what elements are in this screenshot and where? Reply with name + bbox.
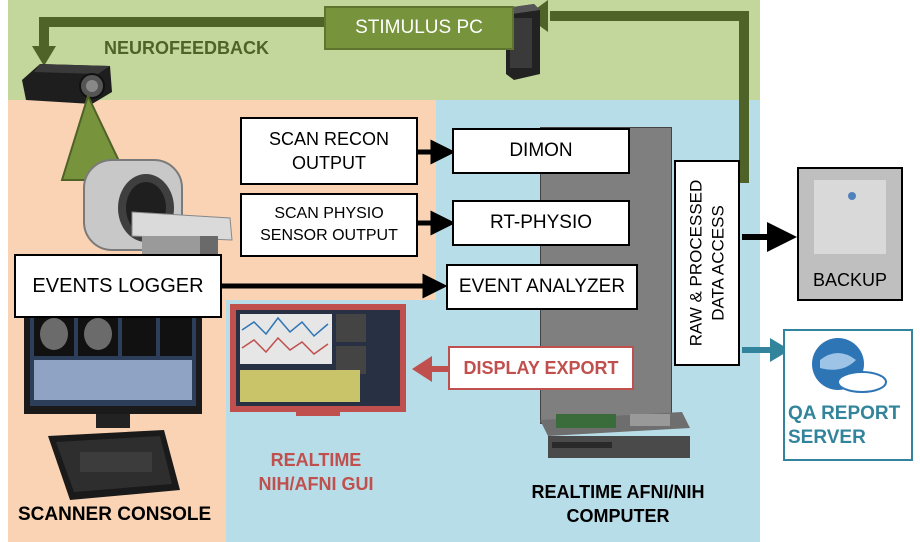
- qa-server-label: QA REPORT SERVER: [788, 402, 910, 450]
- dimon-box: DIMON: [452, 128, 630, 174]
- projector-icon: [22, 64, 112, 104]
- scan-physio-line1: SCAN PHYSIO: [274, 205, 384, 222]
- scan-recon-box: SCAN RECON OUTPUT: [240, 117, 418, 185]
- dimon-label: DIMON: [509, 140, 573, 161]
- display-export-arrowhead: [412, 356, 432, 382]
- data-access-line1: RAW & PROCESSED: [686, 179, 706, 347]
- stimulus-pc-box: STIMULUS PC: [324, 6, 514, 50]
- display-export-box: DISPLAY EXPORT: [448, 346, 634, 390]
- qa-server-icon: [783, 329, 913, 461]
- mri-scanner-icon: [83, 159, 233, 256]
- rt-physio-label: RT-PHYSIO: [489, 212, 593, 233]
- events-logger-box: EVENTS LOGGER: [14, 254, 222, 318]
- qa-arrowhead: [770, 338, 790, 362]
- neurofeedback-label: NEUROFEEDBACK: [104, 38, 270, 58]
- nih-gui-label: REALTIME NIH/AFNI GUI: [258, 450, 374, 494]
- realtime-computer-label: REALTIME AFNI/NIH COMPUTER: [531, 482, 705, 526]
- qa-server-line1: QA REPORT: [788, 403, 901, 424]
- events-logger-label: EVENTS LOGGER: [32, 274, 204, 297]
- scan-recon-line2: OUTPUT: [292, 153, 366, 173]
- feedback-line: [550, 11, 749, 183]
- backup-label: BACKUP: [812, 270, 888, 290]
- data-access-box: RAW & PROCESSED DATA ACCESS: [674, 160, 740, 366]
- event-analyzer-box: EVENT ANALYZER: [446, 264, 638, 310]
- qa-server-line2: SERVER: [788, 427, 866, 448]
- data-access-text: RAW & PROCESSED DATA ACCESS: [685, 180, 729, 347]
- display-export-label: DISPLAY EXPORT: [463, 357, 619, 378]
- scan-physio-box: SCAN PHYSIO SENSOR OUTPUT: [240, 193, 418, 257]
- scan-recon-line1: SCAN RECON: [268, 129, 389, 149]
- stimulus-pc-icon: [506, 4, 540, 80]
- backup-drive-icon: [797, 167, 903, 301]
- event-analyzer-label: EVENT ANALYZER: [458, 276, 626, 297]
- neurofeedback-arrowhead: [32, 46, 56, 66]
- stimulus-pc-label: STIMULUS PC: [355, 17, 483, 38]
- rack-server-icon: [540, 412, 690, 458]
- rt-physio-box: RT-PHYSIO: [452, 200, 630, 246]
- neurofeedback-line: [39, 17, 326, 50]
- data-access-line2: DATA ACCESS: [708, 205, 728, 321]
- console-monitor-icon: [24, 300, 202, 428]
- scanner-console-label: SCANNER CONSOLE: [18, 504, 212, 525]
- nih-gui-monitor-icon: [230, 304, 406, 416]
- scan-physio-line2: SENSOR OUTPUT: [260, 227, 398, 244]
- keyboard-icon: [48, 430, 180, 500]
